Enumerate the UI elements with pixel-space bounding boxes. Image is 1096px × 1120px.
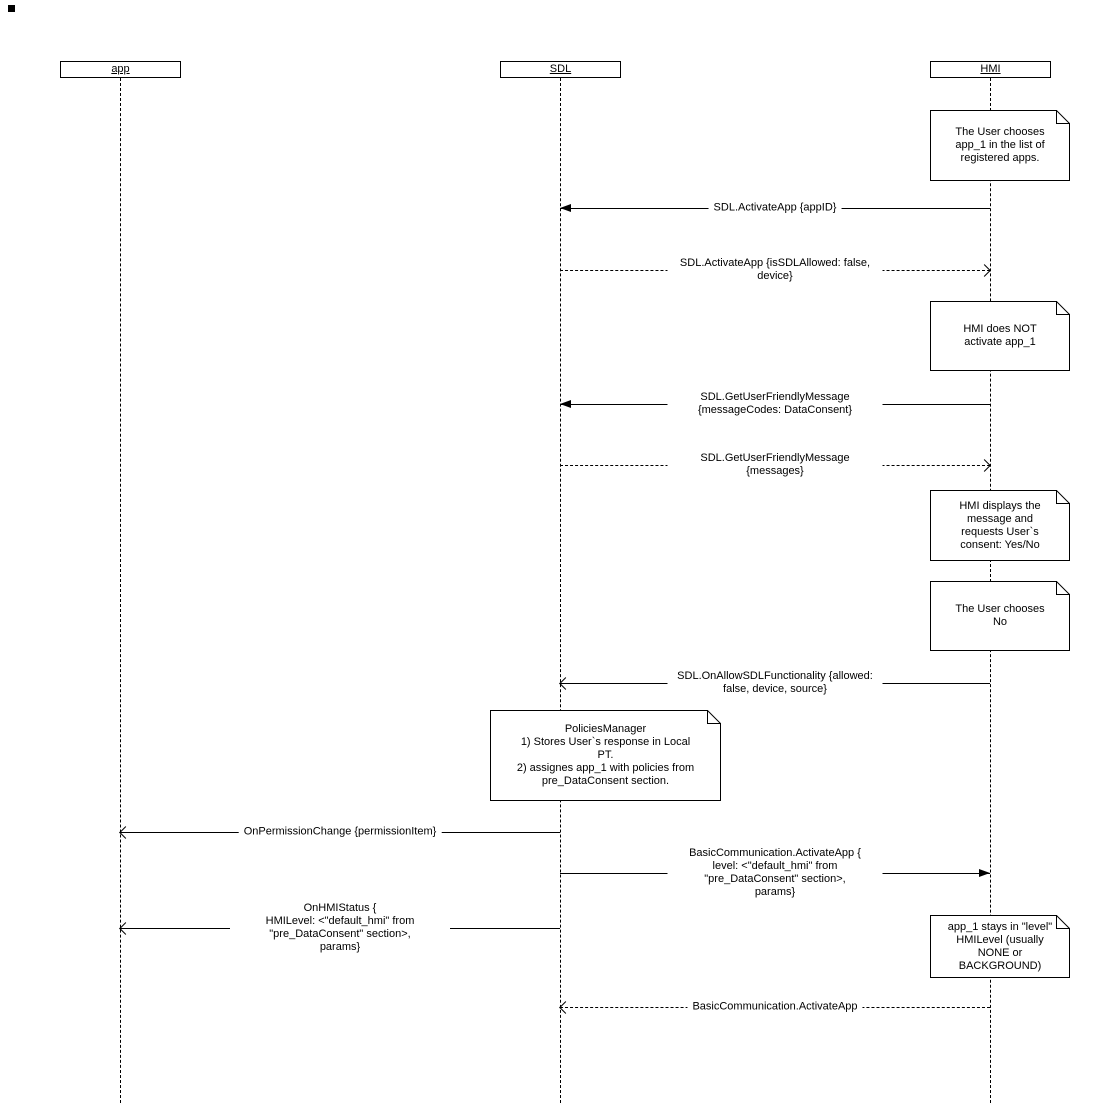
lifeline-head-hmi: HMI: [930, 61, 1051, 78]
note-fold-icon: [1056, 581, 1070, 595]
note-text: PoliciesManager 1) Stores User`s respons…: [516, 723, 695, 787]
lifeline-head-app: app: [60, 61, 181, 78]
arrowhead-right-icon: [978, 264, 991, 277]
lifeline-label-app: app: [111, 63, 130, 75]
arrowhead-left-icon: [559, 1001, 572, 1014]
note-text: app_1 stays in "level" HMILevel (usually…: [947, 920, 1053, 972]
lifeline-head-sdl: SDL: [500, 61, 621, 78]
arrowhead-left-icon: [560, 400, 571, 408]
corner-marker: [8, 5, 15, 12]
arrowhead-right-icon: [978, 459, 991, 472]
note-policies-manager: PoliciesManager 1) Stores User`s respons…: [490, 710, 721, 801]
message-label: OnPermissionChange {permissionItem}: [238, 824, 442, 840]
note-text: HMI does NOT activate app_1: [963, 323, 1037, 348]
note-fold-icon: [707, 710, 721, 724]
lifeline-label-hmi: HMI: [980, 63, 1001, 75]
lifeline-app: [120, 78, 121, 1103]
message-label: OnHMIStatus { HMILevel: <"default_hmi" f…: [230, 901, 450, 955]
note-text: HMI displays the message and requests Us…: [959, 499, 1041, 551]
note-fold-icon: [1056, 110, 1070, 124]
note-hmi-not-activate: HMI does NOT activate app_1: [930, 301, 1070, 371]
arrowhead-left-icon: [119, 922, 132, 935]
note-fold-icon: [1056, 301, 1070, 315]
note-fold-icon: [1056, 915, 1070, 929]
note-app1-stays-level: app_1 stays in "level" HMILevel (usually…: [930, 915, 1070, 978]
note-fold-icon: [1056, 490, 1070, 504]
arrowhead-left-icon: [559, 677, 572, 690]
note-hmi-displays-message: HMI displays the message and requests Us…: [930, 490, 1070, 561]
arrowhead-right-icon: [979, 869, 990, 877]
note-text: The User chooses app_1 in the list of re…: [955, 126, 1045, 164]
lifeline-sdl: [560, 78, 561, 1103]
note-user-chooses-app1: The User chooses app_1 in the list of re…: [930, 110, 1070, 181]
arrowhead-left-icon: [119, 826, 132, 839]
message-label: SDL.ActivateApp {isSDLAllowed: false, de…: [667, 256, 883, 284]
message-label: BasicCommunication.ActivateApp: [687, 999, 863, 1015]
note-user-chooses-no: The User chooses No: [930, 581, 1070, 651]
message-label: BasicCommunication.ActivateApp { level: …: [667, 846, 883, 900]
arrowhead-left-icon: [560, 204, 571, 212]
message-label: SDL.OnAllowSDLFunctionality {allowed: fa…: [667, 669, 883, 697]
message-label: SDL.GetUserFriendlyMessage {messageCodes…: [667, 390, 883, 418]
note-text: The User chooses No: [955, 603, 1045, 628]
message-label: SDL.GetUserFriendlyMessage {messages}: [667, 451, 883, 479]
message-label: SDL.ActivateApp {appID}: [708, 200, 842, 216]
lifeline-label-sdl: SDL: [549, 63, 572, 75]
